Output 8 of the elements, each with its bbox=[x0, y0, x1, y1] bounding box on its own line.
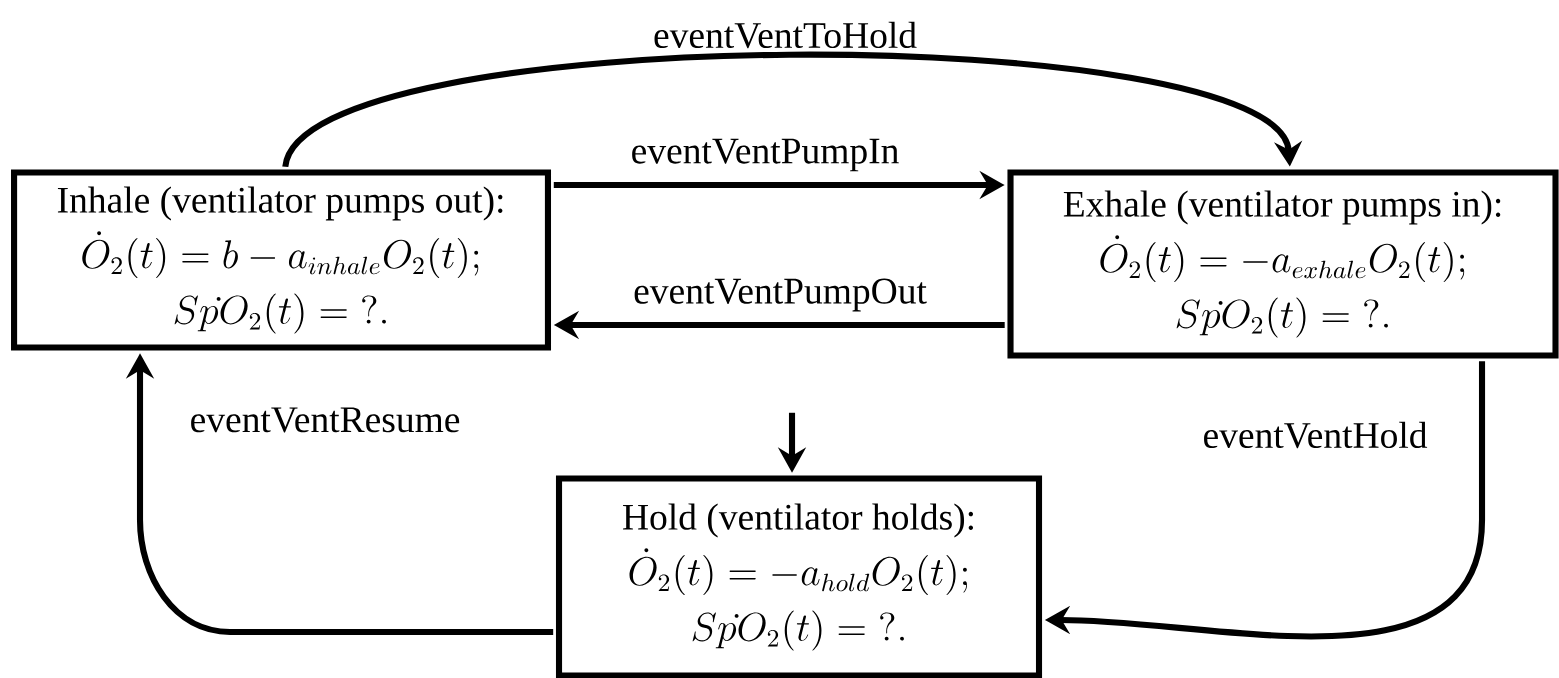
edge-label: eventVentPumpOut bbox=[630, 275, 930, 315]
state-box: Exhale (ventilator pumps in): $\dot{O}_2(t) = -a_{exhale}O_2(t);$ $Sp\dot{}O_2(t) = \mathbf{?}.$ bbox=[1007, 169, 1559, 359]
edge-label: eventVentHold bbox=[1199, 418, 1431, 452]
edge-label: eventVentPumpIn bbox=[627, 135, 903, 175]
edge-label: eventVentToHold bbox=[650, 18, 920, 52]
state-box: Hold (ventilator holds): $\dot{O}_2(t) = -a_{hold}O_2(t);$ $Sp\dot{}O_2(t) = \mathbf{?}.$ bbox=[555, 475, 1043, 678]
edge-label: eventVentResume bbox=[186, 404, 464, 436]
state-box: Inhale (ventilator pumps out): $\dot{O}_2(t) = b - a_{inhale}O_2(t);$ $Sp\dot{}O_2(t) = \mathbf{?}.$ bbox=[11, 169, 551, 351]
